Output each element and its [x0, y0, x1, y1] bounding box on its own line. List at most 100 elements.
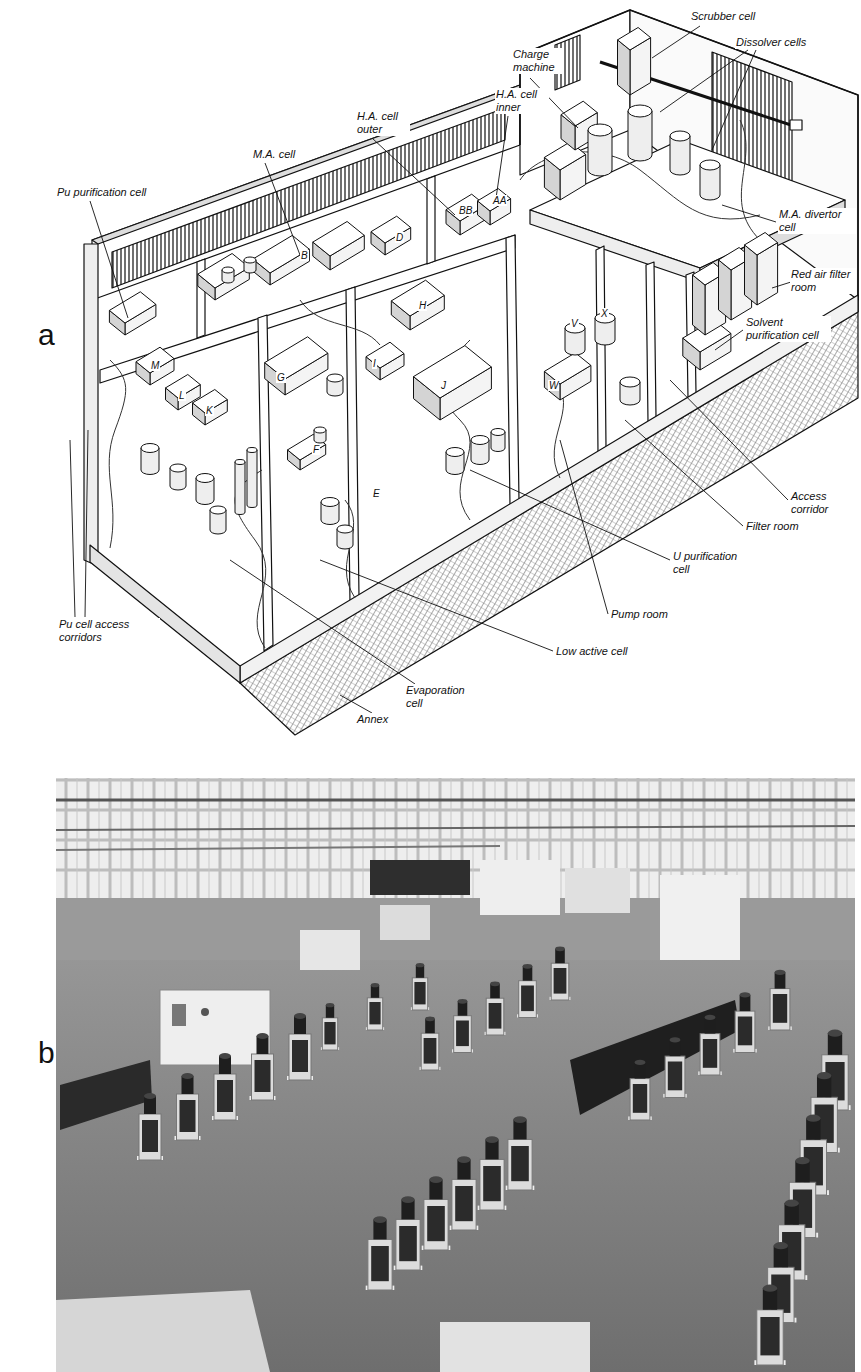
part-label: Filter room [745, 520, 800, 533]
vessel-box [265, 337, 328, 395]
cabinet-cap [416, 963, 424, 967]
cell-wall [346, 287, 359, 603]
cabinet-body [700, 1034, 720, 1075]
part-label: Scrubber cell [690, 10, 756, 23]
vessel-cylinder [327, 374, 343, 396]
cabinet-body [396, 1219, 420, 1270]
equipment [109, 28, 777, 550]
callout-letter: D [395, 232, 404, 243]
box-face [253, 235, 310, 273]
cabinet-body [486, 998, 504, 1035]
box-face [366, 342, 404, 368]
cabinet-body [551, 963, 569, 1000]
cabinet-window [217, 1080, 233, 1112]
vessel-cylinder [314, 427, 326, 443]
vessel-cylinder [620, 377, 640, 405]
cabinet-window [142, 1120, 158, 1152]
cabinet-cap [806, 1115, 820, 1122]
vessel-box [414, 346, 492, 420]
cabinet-body [289, 1034, 311, 1080]
cabinet-window [414, 982, 425, 1004]
cabinet-window [760, 1317, 779, 1355]
cylinder-top [327, 374, 343, 382]
leader-lines [70, 26, 791, 713]
photo-ground [56, 778, 855, 1372]
cabinet-window [668, 1062, 682, 1091]
instrument-cabinet [754, 1285, 785, 1365]
cabinet-cap [774, 1242, 788, 1249]
vessel-box [618, 28, 651, 96]
instrument-cabinet [212, 1053, 238, 1120]
instrument-cabinet [506, 1116, 535, 1190]
cabinet-window [455, 1186, 473, 1221]
cylinder-top [141, 444, 159, 453]
cabinet-window [554, 968, 567, 994]
part-label: Charge machine [512, 48, 564, 74]
instrument-cabinet [478, 1136, 507, 1210]
cabinet-cap [373, 1216, 386, 1223]
cabinet-body [757, 1310, 783, 1365]
cabinet-body [214, 1074, 236, 1120]
vessel-cylinder [628, 105, 652, 161]
cabinet-body [139, 1114, 161, 1160]
cabinet-cap [457, 1156, 470, 1163]
cabinet-cap [371, 983, 379, 987]
cabinet-cap [144, 1093, 156, 1099]
box-face [414, 346, 492, 398]
cabinet-window [738, 1017, 752, 1046]
vessel-cylinder [670, 131, 690, 175]
vessel-cylinder [210, 506, 226, 534]
cabinet-body [480, 1159, 504, 1210]
box-face [618, 28, 651, 51]
cabinet-window [424, 1038, 437, 1064]
vessel-cylinder [321, 498, 339, 525]
vessel-box [366, 342, 404, 380]
cabinet-cap [182, 1073, 194, 1079]
instrument-cabinet [517, 964, 538, 1018]
callout-letter: M [150, 360, 160, 371]
vessel-cylinder [170, 464, 186, 490]
cabinet-cap [705, 1015, 716, 1020]
callout-letter: X [600, 308, 609, 319]
cabinet-cap [294, 1013, 306, 1019]
cabinet-window [427, 1206, 445, 1241]
vessel-box [109, 292, 155, 335]
cabinet-window [483, 1166, 501, 1201]
vessel-box [193, 390, 228, 426]
vessel-cylinder [700, 160, 720, 200]
building-cutaway [84, 10, 858, 735]
wall-top [92, 85, 526, 244]
part-label: Pu cell access corridors [58, 618, 160, 644]
callout-letter: W [548, 380, 559, 391]
instrument-cabinet [137, 1093, 163, 1160]
part-label: Red air filter room [790, 268, 856, 294]
cylinder-top [670, 131, 690, 141]
callout-letter: I [372, 358, 377, 369]
part-label: M.A. divertor cell [778, 208, 856, 234]
instrument-cabinet [768, 970, 791, 1030]
instrument-cabinets [137, 946, 851, 1365]
instrument-cabinet [394, 1196, 423, 1270]
cabinet-window [456, 1021, 469, 1047]
cabinet-cap [817, 1072, 831, 1079]
cabinet-cap [795, 1157, 809, 1164]
cabinet-body [630, 1079, 650, 1120]
vessel-cylinder [196, 474, 214, 505]
callout-letter: V [570, 318, 579, 329]
cabinet-window [369, 1002, 380, 1024]
cabinet-cap [670, 1037, 681, 1042]
box-face [265, 337, 328, 379]
cabinet-window [399, 1226, 417, 1261]
vessel-box [391, 280, 444, 330]
instrument-cabinet [366, 1216, 395, 1290]
photograph [56, 778, 855, 1372]
cylinder-body [628, 111, 652, 161]
cylinder-top [588, 124, 612, 136]
cabinet-cap [513, 1116, 526, 1123]
part-label: M.A. cell [252, 148, 296, 161]
instrument-cabinet [420, 1016, 441, 1070]
cylinder-top [170, 464, 186, 472]
cylinder-top [210, 506, 226, 514]
vessel-cylinder [491, 429, 505, 452]
vessel-box [371, 216, 411, 255]
